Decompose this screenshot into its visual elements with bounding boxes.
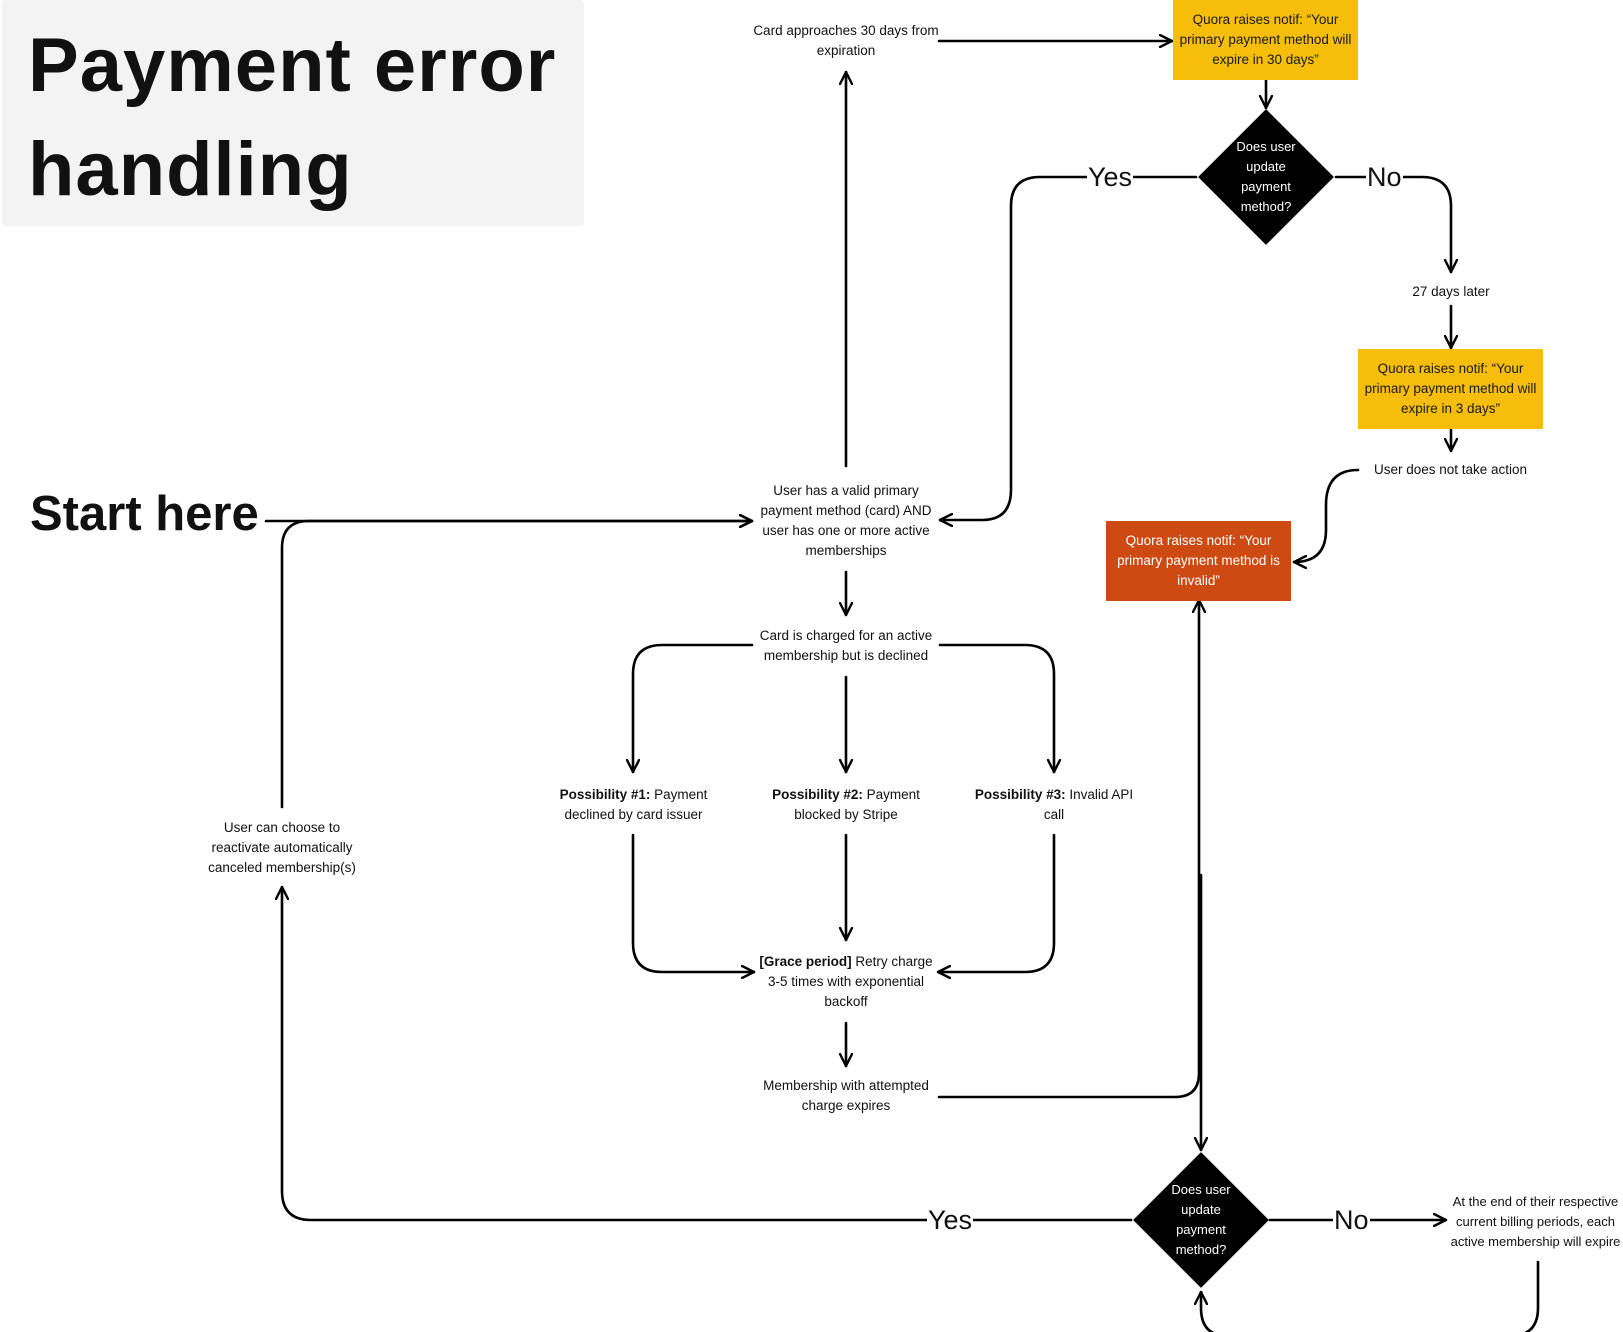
grace-period-title: [Grace period] (759, 954, 852, 969)
edge-decision-yes (938, 175, 1198, 520)
node-card-approaches: Card approaches 30 days from expiration (753, 23, 939, 58)
node-membership-expires: Membership with attempted charge expires (763, 1078, 929, 1113)
node-possibility-2: Possibility #2: Payment blocked by Strip… (763, 783, 929, 827)
title-panel: Payment error handling (2, 0, 584, 226)
possibility-2-title: Possibility #2: (772, 787, 863, 802)
page-title: Payment error handling (28, 23, 557, 212)
node-notif-invalid: Quora raises notif: “Your primary paymen… (1106, 521, 1291, 601)
grace-period-text: Retry charge 3-5 times with exponential … (767, 954, 933, 1009)
edge-declined-to-p3 (938, 643, 1054, 774)
edge-p1-to-grace (631, 833, 756, 972)
node-notif-3-days: Quora raises notif: “Your primary paymen… (1358, 349, 1543, 429)
edge-declined-to-p1 (633, 643, 754, 774)
edge-expires-to-invalid (937, 598, 1199, 1099)
possibility-1-title: Possibility #1: (559, 787, 651, 802)
possibility-3-title: Possibility #3: (974, 787, 1066, 802)
possibility-3-text: Invalid API call (1043, 787, 1134, 822)
edge-bottom-yes (282, 885, 1133, 1222)
node-valid-payment: User has a valid primary payment method … (760, 483, 932, 558)
edge-label-top-yes: Yes (1087, 162, 1134, 192)
node-card-declined: Card is charged for an active membership… (759, 628, 933, 663)
edge-reactivate-to-start (280, 521, 754, 809)
node-27-days-later: 27 days later (1412, 284, 1490, 299)
node-billing-end: At the end of their respective current b… (1450, 1194, 1621, 1249)
node-reactivate: User can choose to reactivate automatica… (208, 820, 356, 875)
decision-top-label: Does user update payment method? (1236, 139, 1296, 214)
edge-decision-no (1334, 175, 1451, 274)
node-possibility-1: Possibility #1: Payment declined by card… (552, 783, 715, 827)
edge-label-bottom-yes: Yes (927, 1205, 974, 1235)
node-notif-30-days: Quora raises notif: “Your primary paymen… (1173, 0, 1358, 80)
edge-label-top-no: No (1366, 162, 1403, 192)
node-possibility-3: Possibility #3: Invalid API call (970, 783, 1138, 827)
possibility-2-text: Payment blocked by Stripe (794, 787, 920, 822)
node-grace-period: [Grace period] Retry charge 3-5 times wi… (756, 950, 936, 1014)
decision-bottom-label: Does user update payment method? (1171, 1182, 1231, 1257)
edge-noaction-to-invalid (1292, 468, 1360, 562)
edge-p3-to-grace (936, 833, 1056, 972)
edge-billing-loop (1201, 1260, 1540, 1332)
possibility-1-text: Payment declined by card issuer (564, 787, 708, 822)
node-no-action: User does not take action (1373, 462, 1528, 477)
edge-label-bottom-no: No (1333, 1205, 1370, 1235)
start-label: Start here (30, 487, 259, 541)
